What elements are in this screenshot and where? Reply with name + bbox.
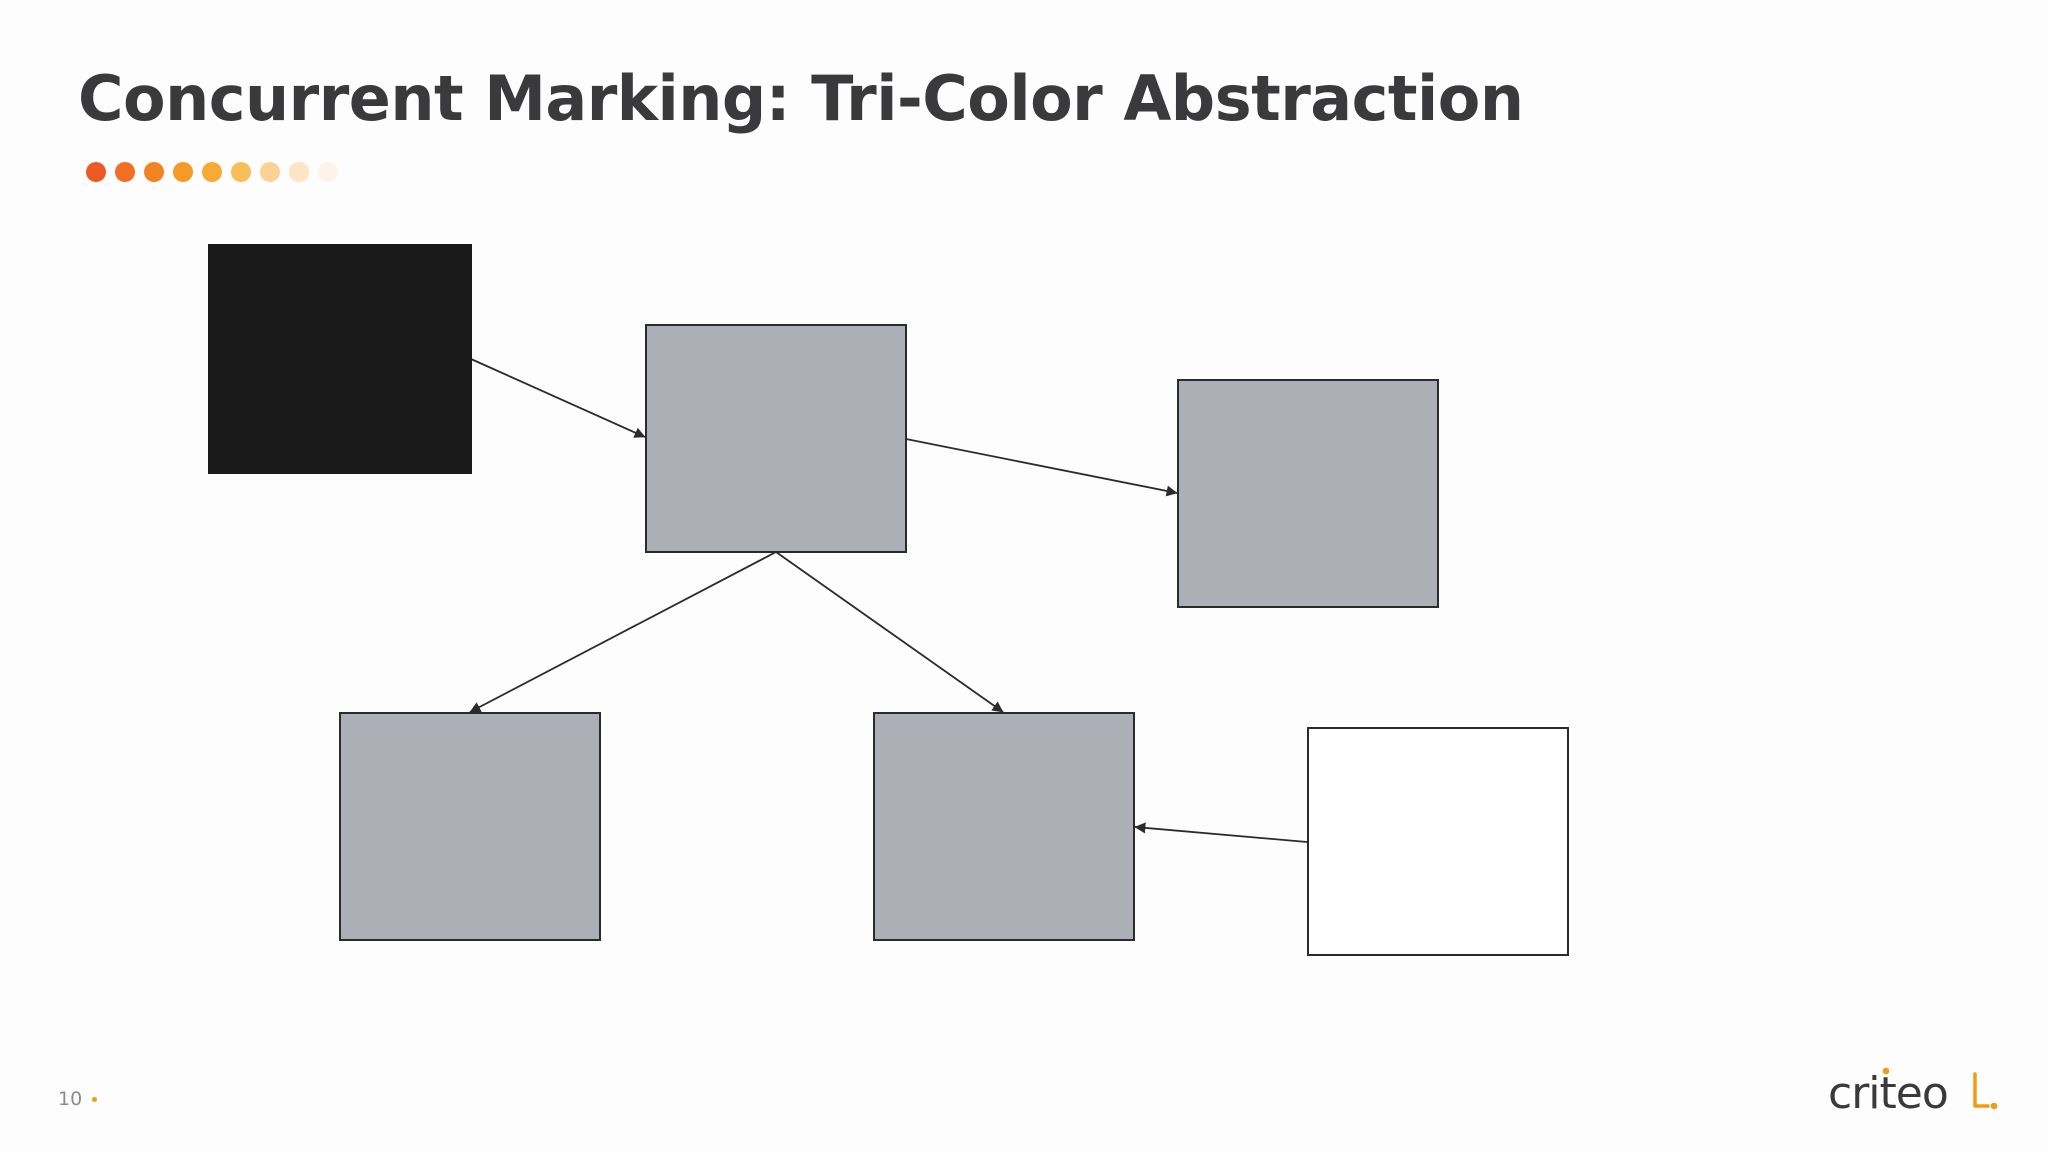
decor-dot bbox=[260, 162, 280, 182]
decor-dot bbox=[231, 162, 251, 182]
decor-dot bbox=[173, 162, 193, 182]
logo-text: criteo bbox=[1828, 1068, 1949, 1119]
logo-end-dot bbox=[1990, 1102, 1998, 1110]
edge-center-to-right bbox=[905, 438, 1178, 497]
logo-i-dot bbox=[1882, 1067, 1890, 1075]
gray-object-center-node bbox=[645, 324, 907, 553]
page-number-dot bbox=[92, 1097, 97, 1102]
gray-object-bottom-middle-node bbox=[873, 712, 1135, 941]
decor-dot bbox=[202, 162, 222, 182]
gray-object-right-node bbox=[1177, 379, 1439, 608]
decorative-dots bbox=[86, 162, 338, 182]
logo-mark-icon bbox=[1882, 1067, 1998, 1110]
logo-bracket bbox=[1973, 1072, 1990, 1108]
white-object-node bbox=[1307, 727, 1569, 956]
edge-black-to-center bbox=[470, 358, 646, 438]
decor-dot bbox=[289, 162, 309, 182]
slide-title: Concurrent Marking: Tri-Color Abstractio… bbox=[78, 62, 1524, 135]
black-object-node bbox=[208, 244, 472, 474]
edge-white-to-bottom-middle bbox=[1134, 822, 1308, 843]
edge-center-to-bottom-left bbox=[469, 551, 777, 713]
criteo-logo: criteo bbox=[1828, 1060, 1998, 1120]
decor-dot bbox=[144, 162, 164, 182]
decor-dot bbox=[318, 162, 338, 182]
page-number: 10 bbox=[58, 1088, 83, 1110]
edge-center-to-bottom-middle bbox=[775, 551, 1004, 713]
decor-dot bbox=[115, 162, 135, 182]
gray-object-bottom-left-node bbox=[339, 712, 601, 941]
decor-dot bbox=[86, 162, 106, 182]
